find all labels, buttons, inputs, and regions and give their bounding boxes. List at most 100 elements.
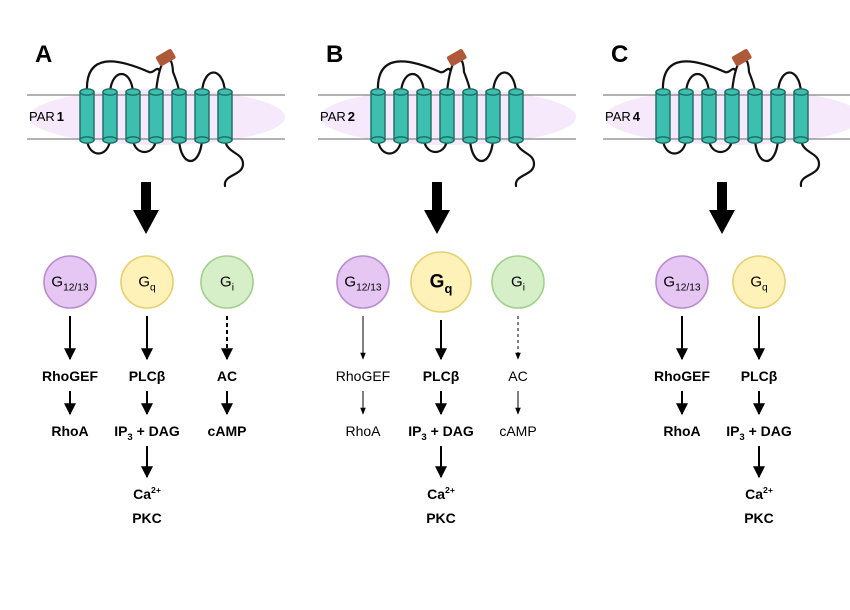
- g-protein-label: Gi: [511, 274, 525, 294]
- n-terminus-loop: [85, 60, 161, 94]
- helix-top-cap: [770, 88, 786, 96]
- helix-body: [370, 91, 386, 141]
- extracellular-loop-3: [200, 71, 227, 94]
- transmembrane-helix-5: [747, 88, 763, 144]
- helix-body: [793, 91, 809, 141]
- helix-body: [79, 91, 95, 141]
- helix-bottom-cap: [171, 136, 187, 144]
- pathway-node: IP3 + DAG: [726, 423, 792, 443]
- pathway-node: Ca2+: [133, 485, 161, 502]
- pathway-node: Ca2+: [745, 485, 773, 502]
- transmembrane-helix-7: [217, 88, 233, 144]
- transmembrane-helix-1: [79, 88, 95, 144]
- transmembrane-helix-1: [370, 88, 386, 144]
- helix-top-cap: [678, 88, 694, 96]
- g-protein-gi: Gi: [491, 255, 545, 309]
- helix-body: [485, 91, 501, 141]
- pathway-node: PLCβ: [741, 368, 778, 384]
- intracellular-loop-3: [468, 138, 495, 162]
- tethered-ligand-icon: [731, 49, 752, 67]
- pathway-node: RhoGEF: [42, 368, 98, 384]
- pathway-node: PKC: [132, 510, 162, 526]
- transmembrane-helix-6: [770, 88, 786, 144]
- g-protein-g1213: G12/13: [43, 255, 97, 309]
- pathway-node: RhoA: [51, 423, 88, 439]
- pathway-node: cAMP: [499, 423, 536, 439]
- helix-bottom-cap: [793, 136, 809, 144]
- pathway-node: Ca2+: [427, 485, 455, 502]
- big-down-arrow-icon: [133, 182, 159, 234]
- big-down-arrow-icon: [709, 182, 735, 234]
- helix-top-cap: [462, 88, 478, 96]
- helix-top-cap: [655, 88, 671, 96]
- pathway-node: PLCβ: [129, 368, 166, 384]
- pathway-node: IP3 + DAG: [408, 423, 474, 443]
- helix-top-cap: [148, 88, 164, 96]
- transmembrane-helix-4: [439, 88, 455, 144]
- helix-bottom-cap: [439, 136, 455, 144]
- helix-bottom-cap: [701, 136, 717, 144]
- pathway-node: PLCβ: [423, 368, 460, 384]
- g-protein-gq: Gq: [732, 255, 786, 309]
- helix-bottom-cap: [79, 136, 95, 144]
- helix-bottom-cap: [416, 136, 432, 144]
- g-protein-g1213: G12/13: [655, 255, 709, 309]
- transmembrane-helix-2: [393, 88, 409, 144]
- helix-top-cap: [194, 88, 210, 96]
- helix-body: [747, 91, 763, 141]
- extracellular-loop-1: [399, 73, 426, 94]
- helix-top-cap: [102, 88, 118, 96]
- extracellular-loop-3: [776, 71, 803, 94]
- c-terminus-tail: [223, 138, 245, 188]
- receptor-C: [603, 49, 850, 188]
- extracellular-loop-1: [108, 73, 135, 94]
- pathway-node: cAMP: [208, 423, 247, 439]
- helix-bottom-cap: [508, 136, 524, 144]
- transmembrane-helix-2: [102, 88, 118, 144]
- helix-body: [701, 91, 717, 141]
- helix-top-cap: [793, 88, 809, 96]
- g-protein-circle: [43, 255, 97, 309]
- helix-body: [148, 91, 164, 141]
- pathway-node: RhoGEF: [336, 368, 390, 384]
- helix-bottom-cap: [370, 136, 386, 144]
- g-protein-label: Gq: [750, 274, 768, 294]
- helix-bottom-cap: [125, 136, 141, 144]
- pathway-chain-g1213: RhoGEF RhoA: [42, 316, 98, 439]
- pathway-node: IP3 + DAG: [114, 423, 180, 443]
- helix-top-cap: [393, 88, 409, 96]
- transmembrane-helix-2: [678, 88, 694, 144]
- n-terminus-loop: [661, 60, 737, 94]
- helix-bottom-cap: [462, 136, 478, 144]
- helix-body: [416, 91, 432, 141]
- g-protein-label: Gq: [138, 274, 156, 294]
- extracellular-loop-2: [730, 57, 757, 94]
- g-protein-label: Gi: [220, 274, 234, 294]
- helix-bottom-cap: [148, 136, 164, 144]
- tethered-ligand-icon: [155, 49, 176, 67]
- helix-bottom-cap: [770, 136, 786, 144]
- helix-body: [102, 91, 118, 141]
- helix-bottom-cap: [678, 136, 694, 144]
- transmembrane-helix-7: [508, 88, 524, 144]
- helix-body: [770, 91, 786, 141]
- g-protein-label: G12/13: [663, 274, 700, 294]
- helix-body: [439, 91, 455, 141]
- g-protein-circle: [732, 255, 786, 309]
- transmembrane-helix-6: [485, 88, 501, 144]
- helix-top-cap: [747, 88, 763, 96]
- helix-top-cap: [171, 88, 187, 96]
- g-protein-circle: [120, 255, 174, 309]
- helix-top-cap: [416, 88, 432, 96]
- g-protein-gq: Gq: [410, 251, 472, 313]
- intracellular-loop-3: [753, 138, 780, 162]
